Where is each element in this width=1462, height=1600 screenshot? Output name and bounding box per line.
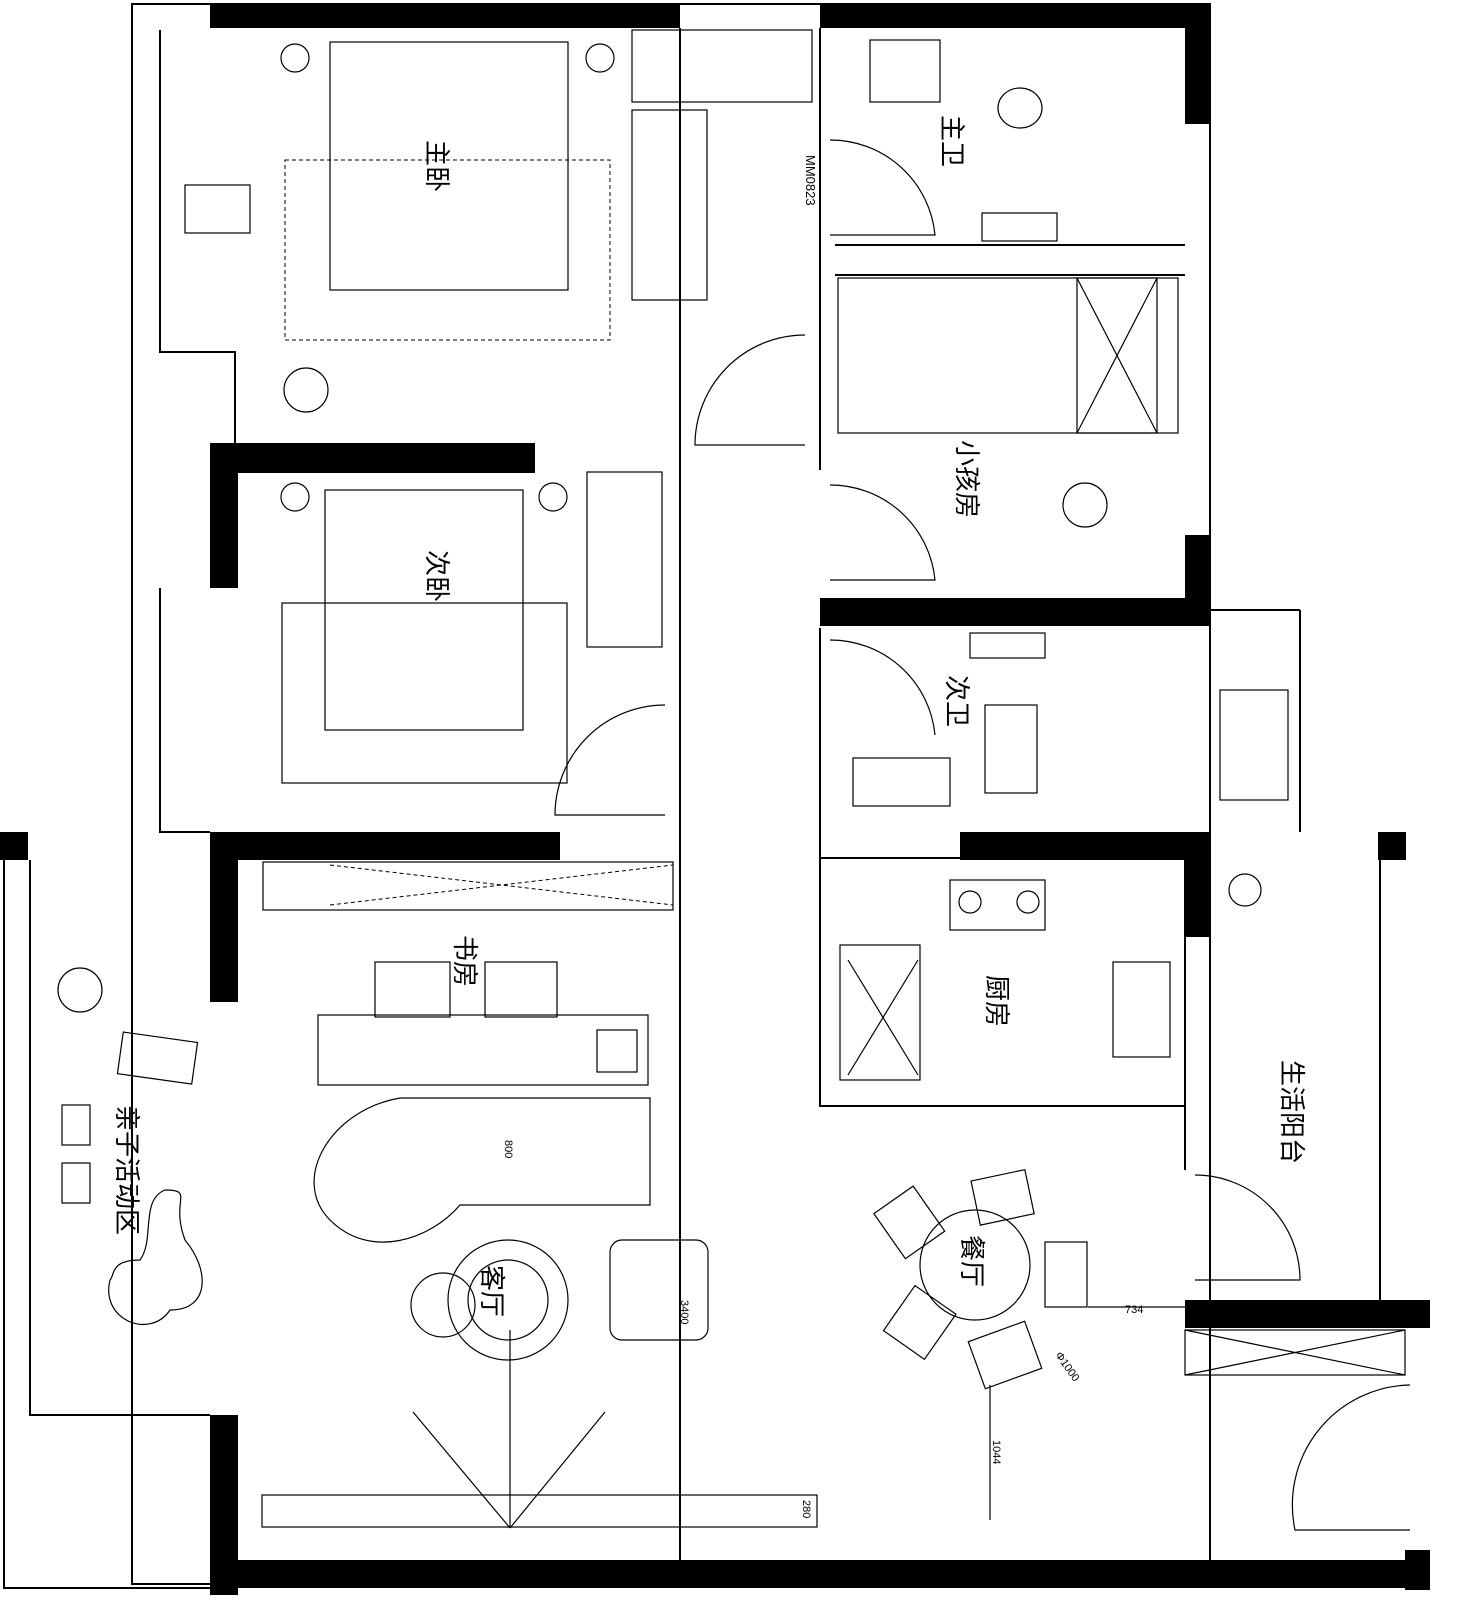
dim-phi1000: Φ1000 [1053,1350,1082,1384]
label-kids-room: 小孩房 [951,440,981,518]
label-kitchen: 厨房 [981,975,1011,1027]
label-second-bath: 次卫 [941,675,971,727]
label-family-activity: 亲子活动区 [111,1105,141,1235]
label-second-bedroom: 次卧 [421,550,451,602]
label-master-bedroom: 主卧 [421,140,451,192]
doors [554,139,1411,1531]
label-utility-balcony: 生活阳台 [1276,1060,1306,1164]
dim-1044: 1044 [990,1440,1002,1464]
dim-800: 800 [502,1140,514,1158]
dim-3400: 3400 [678,1300,690,1324]
dim-734: 734 [1125,1304,1143,1316]
label-study: 书房 [449,935,479,987]
door-code: MM0823 [803,155,818,206]
outlines [3,3,1406,1589]
label-living-room: 客厅 [476,1265,506,1317]
furniture [57,29,1289,1529]
walls [0,4,1430,1595]
room-labels: 主卧 主卫 小孩房 次卧 次卫 书房 厨房 生活阳台 亲子活动区 客厅 餐厅 [111,115,1306,1317]
dim-280: 280 [800,1500,812,1518]
label-dining-room: 餐厅 [956,1235,986,1287]
label-master-bath: 主卫 [936,115,966,167]
